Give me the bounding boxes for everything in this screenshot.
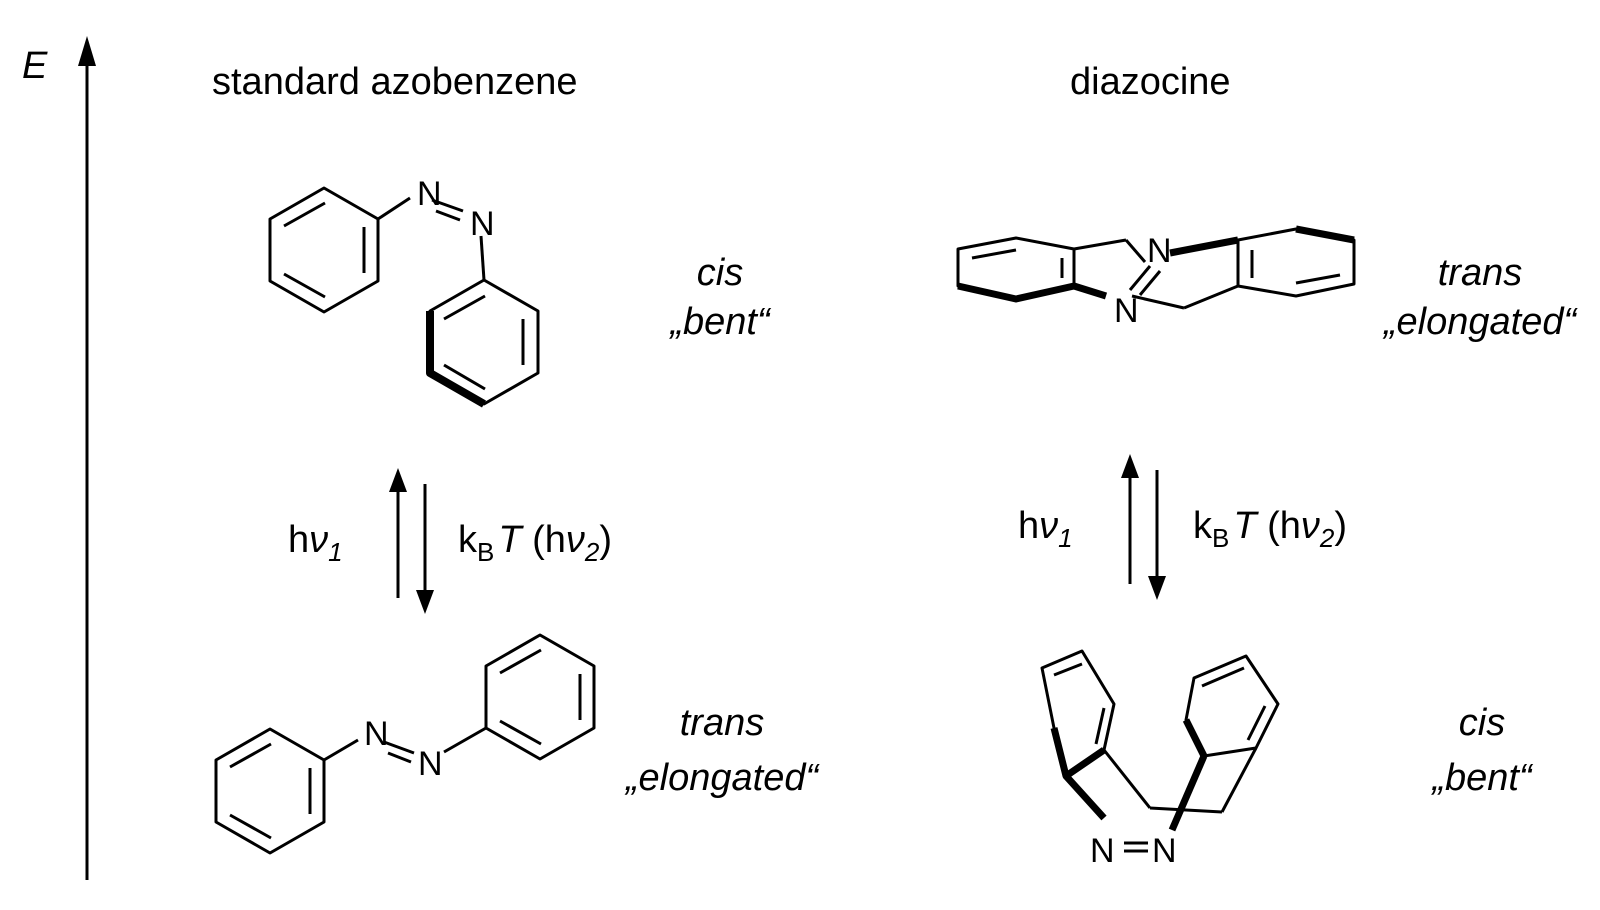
cis-diazocine-structure (1040, 649, 1280, 853)
right-top-state-shape: „elongated“ (1382, 301, 1579, 343)
trans-azobenzene-structure (214, 633, 596, 855)
atom-n-trans-diazocine-2: N (1114, 292, 1139, 330)
left-bottom-state-shape: „elongated“ (624, 757, 821, 799)
left-top-state-shape: „bent“ (668, 301, 772, 343)
right-equilibrium-arrows (1121, 454, 1166, 600)
atom-n-trans-azo-1: N (364, 715, 389, 753)
heading-standard-azobenzene: standard azobenzene (212, 61, 578, 103)
atom-n-trans-diazocine-1: N (1147, 232, 1172, 270)
cis-azobenzene-structure (268, 186, 540, 408)
right-forward-condition: hν1 (1018, 505, 1073, 553)
left-equilibrium-arrows (389, 468, 434, 614)
right-bottom-state-form: cis (1459, 702, 1505, 744)
atom-n-cis-azo-2: N (470, 205, 495, 243)
heading-diazocine: diazocine (1070, 61, 1231, 103)
energy-axis: E (22, 36, 96, 880)
energy-axis-label: E (22, 45, 48, 87)
trans-diazocine-structure (956, 225, 1356, 310)
atom-n-cis-diazocine-1: N (1090, 832, 1115, 870)
left-bottom-state-form: trans (680, 702, 764, 744)
atom-n-trans-azo-2: N (418, 745, 443, 783)
atom-n-cis-diazocine-2: N (1152, 832, 1177, 870)
atom-n-cis-azo-1: N (417, 175, 442, 213)
left-forward-condition: hν1 (288, 519, 343, 567)
right-bottom-state-shape: „bent“ (1430, 757, 1534, 799)
left-top-state-form: cis (697, 252, 743, 294)
right-top-state-form: trans (1438, 252, 1522, 294)
